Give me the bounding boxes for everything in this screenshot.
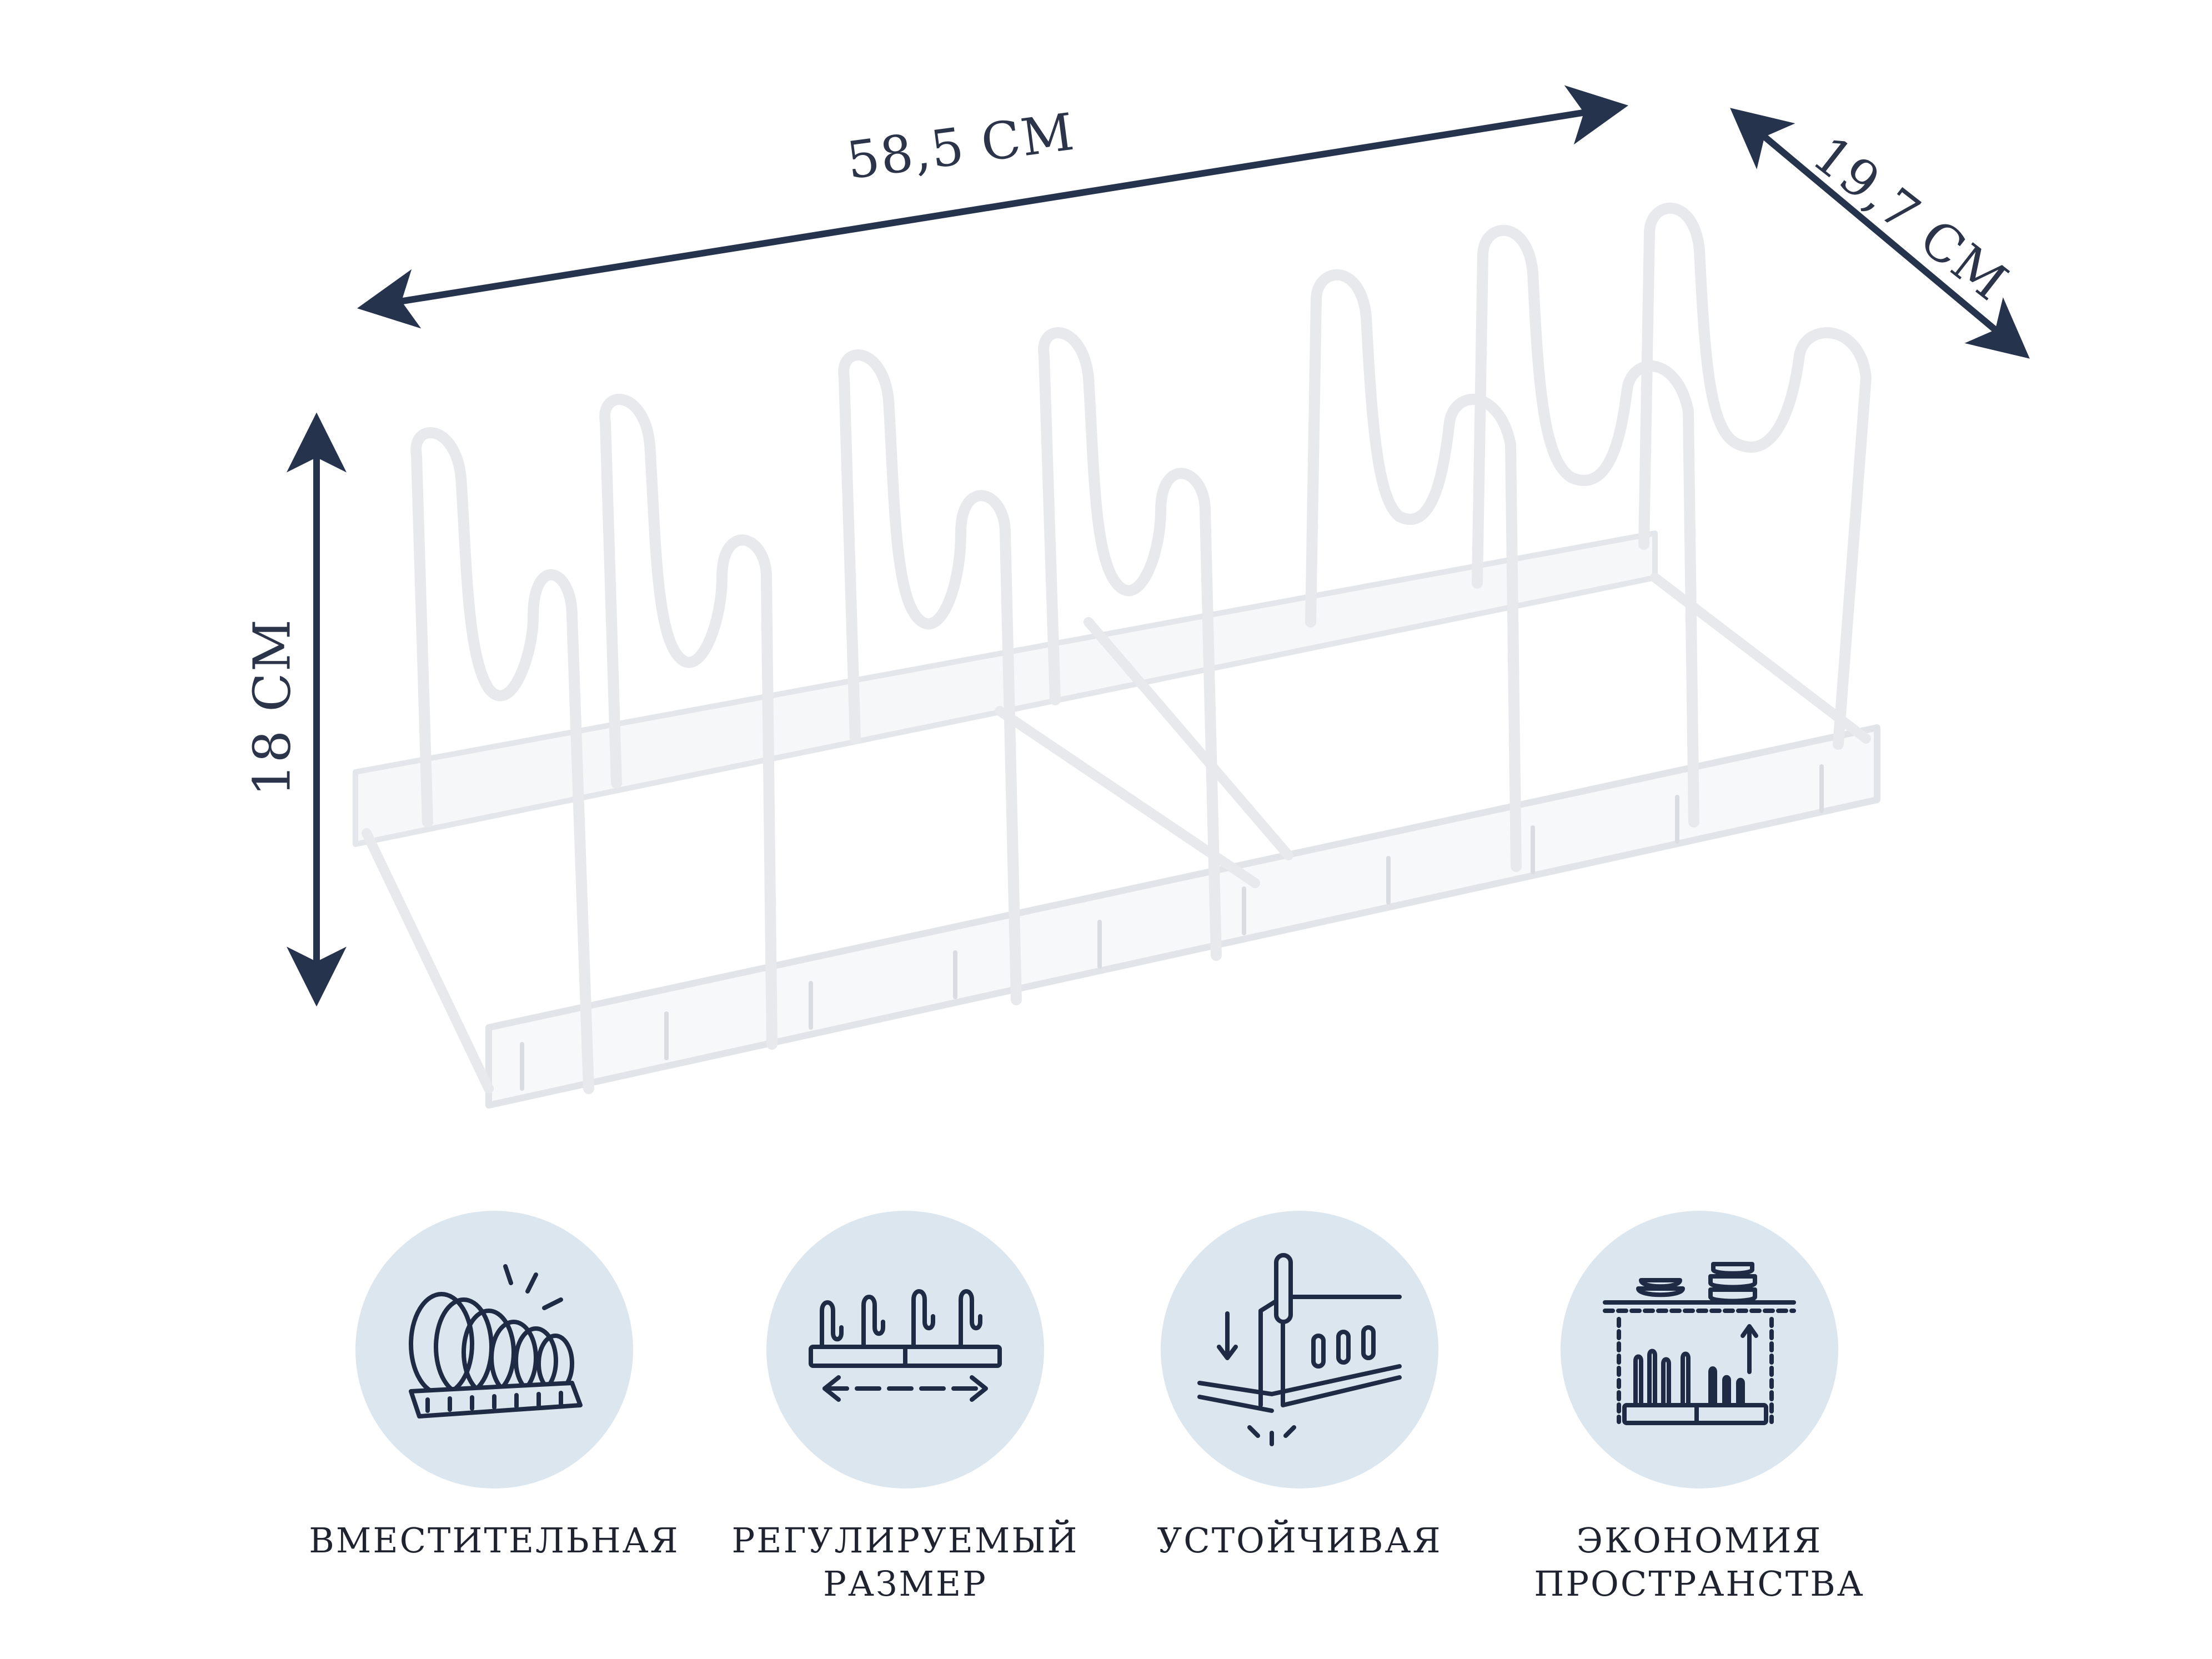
feature-label: РЕГУЛИРУЕМЫЙ РАЗМЕР	[731, 1520, 1079, 1604]
width-arrow	[357, 85, 1628, 329]
feature-icon-circle	[1561, 1211, 1838, 1488]
feature-label: ВМЕСТИТЕЛЬНАЯ	[309, 1520, 680, 1561]
feature-icon-circle	[766, 1211, 1044, 1488]
feature-icon-circle	[355, 1211, 633, 1488]
depth-arrow	[1730, 108, 2030, 359]
stable-foot-icon	[1197, 1253, 1402, 1446]
height-dimension-label: 18 СМ	[242, 618, 302, 796]
feature-icon-circle	[1161, 1211, 1438, 1488]
feature-capacious: ВМЕСТИТЕЛЬНАЯ	[283, 1211, 705, 1562]
stacked-plates-icon	[409, 1264, 583, 1419]
feature-space-saving: ЭКОНОМИЯ ПРОСТРАНСТВА	[1488, 1211, 1910, 1606]
feature-label: УСТОЙЧИВАЯ	[1157, 1520, 1442, 1561]
space-saving-icon	[1603, 1262, 1796, 1425]
adjustable-size-icon	[809, 1289, 1002, 1402]
feature-adjustable-size: РЕГУЛИРУЕМЫЙ РАЗМЕР	[694, 1211, 1116, 1606]
feature-stable: УСТОЙЧИВАЯ	[1089, 1211, 1511, 1562]
feature-label: ЭКОНОМИЯ ПРОСТРАНСТВА	[1534, 1520, 1865, 1604]
dish-rack-illustration	[353, 202, 1880, 1109]
